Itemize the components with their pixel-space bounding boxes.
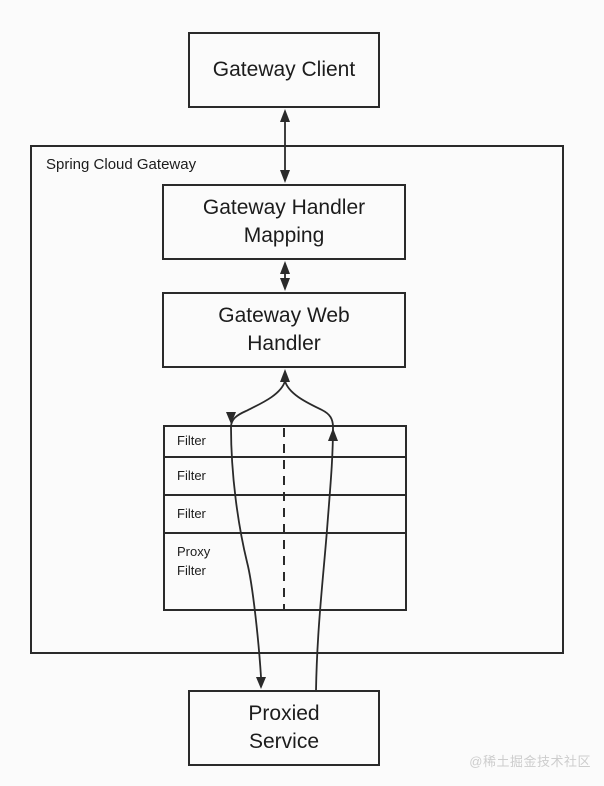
filter-row: Filter bbox=[165, 458, 405, 496]
filter-row: Filter bbox=[165, 427, 405, 458]
gateway-handler-mapping-label: Gateway Handler Mapping bbox=[202, 195, 366, 247]
filter-row: Filter bbox=[165, 496, 405, 534]
proxied-service-label: Proxied Service bbox=[248, 701, 320, 753]
arrowhead-down-icon bbox=[256, 677, 266, 689]
proxy-filter-row: Proxy Filter bbox=[165, 534, 405, 609]
gateway-web-handler-node: Gateway Web Handler bbox=[162, 292, 406, 368]
spring-cloud-gateway-label: Spring Cloud Gateway bbox=[46, 156, 197, 173]
proxy-filter-row-label: Proxy Filter bbox=[177, 544, 211, 578]
gateway-handler-mapping-node: Gateway Handler Mapping bbox=[162, 184, 406, 260]
proxied-service-node: Proxied Service bbox=[188, 690, 380, 766]
arrowhead-up-icon bbox=[280, 109, 290, 122]
gateway-web-handler-label: Gateway Web Handler bbox=[218, 303, 350, 355]
filter-row-label: Filter bbox=[177, 433, 206, 449]
filter-row-label: Filter bbox=[177, 467, 206, 483]
gateway-client-node: Gateway Client bbox=[188, 32, 380, 108]
spring-cloud-gateway-container: Spring Cloud Gateway bbox=[30, 145, 564, 654]
gateway-client-label: Gateway Client bbox=[212, 57, 356, 81]
watermark: @稀土掘金技术社区 bbox=[469, 754, 591, 769]
filter-stack: Filter Filter Filter Proxy Filter bbox=[163, 425, 407, 611]
filter-row-label: Filter bbox=[177, 505, 206, 521]
